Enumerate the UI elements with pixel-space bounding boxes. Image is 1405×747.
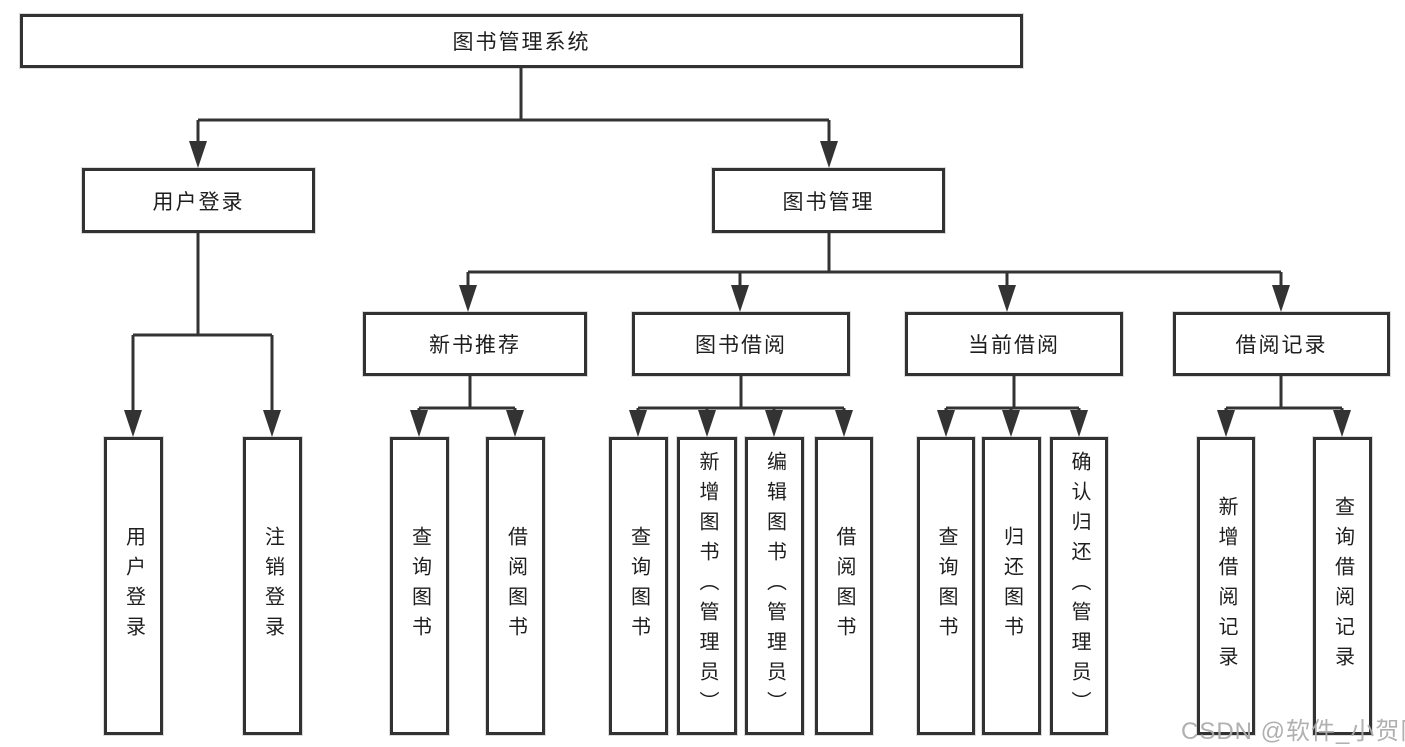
connector-current-borrow-to-leaves [937,376,1088,437]
connector-book-management-to-level3 [459,233,1290,312]
node-leaf-cb-confirm-return-admin-label: 确认归还（管理员） [1068,451,1090,721]
node-leaf-br-add-record-label: 新增借阅记录 [1215,496,1237,676]
connector-root-to-level2 [189,68,838,168]
node-leaf-nbr-borrow-books-label: 借阅图书 [504,526,527,646]
node-leaf-nbr-borrow-books: 借阅图书 [486,437,545,735]
node-new-book-recommend-label: 新书推荐 [429,334,521,357]
node-current-borrow-label: 当前借阅 [968,334,1060,357]
node-leaf-nbr-query-books-label: 查询图书 [408,526,431,646]
node-leaf-bb-query-books-label: 查询图书 [627,526,650,646]
node-user-login-label: 用户登录 [152,190,245,214]
node-leaf-cb-return-books-label: 归还图书 [1000,526,1023,646]
csdn-watermark: CSDN @软件_小贺同学 [1181,718,1405,745]
node-new-book-recommend: 新书推荐 [363,312,587,376]
connector-new-book-recommend-to-leaves [410,376,524,437]
node-leaf-logout: 注销登录 [243,437,302,735]
node-borrow-records-label: 借阅记录 [1235,334,1328,357]
node-leaf-nbr-query-books: 查询图书 [390,437,449,735]
node-user-login: 用户登录 [82,168,315,233]
node-leaf-logout-label: 注销登录 [261,526,284,646]
node-leaf-bb-borrow-books: 借阅图书 [815,437,873,735]
node-leaf-bb-add-books-admin-label: 新增图书（管理员） [696,451,718,721]
node-root: 图书管理系统 [20,14,1023,68]
node-leaf-bb-borrow-books-label: 借阅图书 [833,526,855,646]
connector-borrow-records-to-leaves [1217,376,1351,437]
node-leaf-cb-query-books: 查询图书 [917,437,975,735]
node-current-borrow: 当前借阅 [905,312,1123,376]
node-leaf-user-login-label: 用户登录 [122,526,145,646]
node-book-management: 图书管理 [712,168,945,233]
node-leaf-bb-query-books: 查询图书 [609,437,668,735]
node-leaf-cb-query-books-label: 查询图书 [935,526,957,646]
node-leaf-br-query-record-label: 查询借阅记录 [1331,496,1354,676]
node-leaf-br-query-record: 查询借阅记录 [1313,437,1372,735]
node-book-borrow: 图书借阅 [632,312,850,376]
connector-user-login-to-leaves [124,233,281,437]
node-book-borrow-label: 图书借阅 [695,334,787,357]
node-leaf-cb-confirm-return-admin: 确认归还（管理员） [1050,437,1108,735]
connector-book-borrow-to-leaves [629,376,853,437]
node-leaf-cb-return-books: 归还图书 [982,437,1041,735]
node-leaf-user-login: 用户登录 [104,437,163,735]
node-book-management-label: 图书管理 [782,190,875,214]
node-leaf-bb-edit-books-admin-label: 编辑图书（管理员） [763,451,786,721]
node-leaf-br-add-record: 新增借阅记录 [1197,437,1255,735]
node-borrow-records: 借阅记录 [1173,312,1390,376]
node-leaf-bb-edit-books-admin: 编辑图书（管理员） [745,437,804,735]
node-root-label: 图书管理系统 [452,31,591,54]
node-leaf-bb-add-books-admin: 新增图书（管理员） [677,437,737,735]
